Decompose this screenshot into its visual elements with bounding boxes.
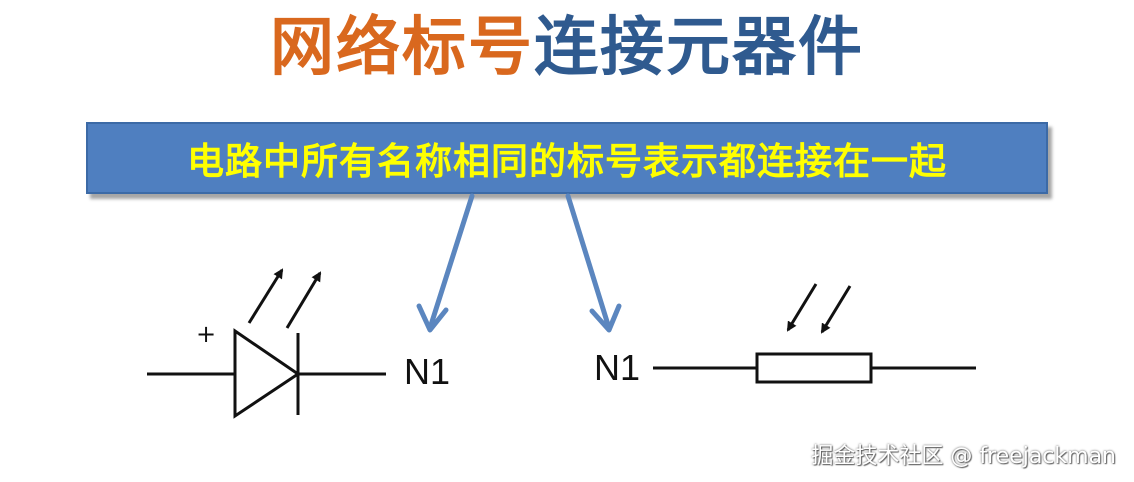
net-label-left: N1 [404,351,451,392]
led-symbol [147,268,386,419]
resistor-body [755,352,873,384]
callout-arrow-right [565,193,622,333]
led-emission-arrow-1 [247,268,284,324]
banner-text: 电路中所有名称相同的标号表示都连接在一起 [187,140,947,183]
callout-arrow-left [416,193,475,333]
explanation-banner: 电路中所有名称相同的标号表示都连接在一起 [86,122,1048,194]
led-triangle [233,328,301,419]
light-arrow-2 [820,285,852,334]
watermark: 掘金技术社区 @ freejackman [811,444,1116,469]
photoresistor-symbol [653,283,976,384]
page-title: 网络标号连接元器件 [0,2,1134,94]
net-label-right: N1 [594,347,641,388]
light-arrow-1 [786,283,818,332]
title-orange-part: 网络标号 [270,11,534,85]
led-polarity-plus: + [196,320,217,348]
led-emission-arrow-2 [285,271,322,329]
title-blue-part: 连接元器件 [534,11,864,85]
